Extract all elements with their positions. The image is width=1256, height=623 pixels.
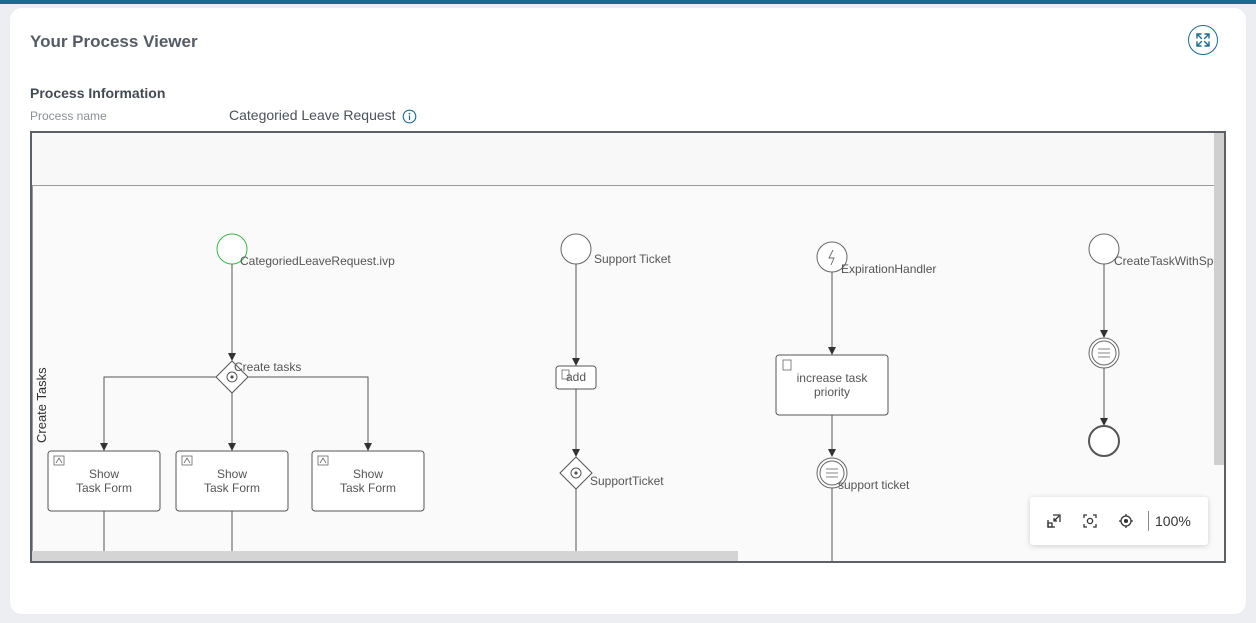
task-label: add: [566, 370, 586, 384]
message-list-icon: [826, 468, 838, 478]
task-show-task-form-1[interactable]: Show Task Form: [47, 450, 161, 512]
fit-to-view-button[interactable]: [1036, 503, 1072, 539]
task-label: Task Form: [340, 481, 396, 495]
zoom-toolbar: 100%: [1030, 497, 1208, 545]
intermediate-event-support-ticket-label: support ticket: [838, 478, 910, 492]
task-label: increase task: [797, 371, 869, 385]
info-icon[interactable]: [402, 109, 417, 124]
process-diagram-canvas[interactable]: Create Tasks CategoriedLeaveRequest.ivp …: [30, 131, 1226, 563]
lightning-icon: [828, 249, 835, 266]
lane-label: Create Tasks: [34, 367, 49, 443]
process-viewer-card: Your Process Viewer Process Information …: [10, 8, 1246, 614]
zoom-level: 100%: [1155, 513, 1191, 529]
user-task-icon: [53, 455, 65, 466]
task-label: Show: [353, 467, 383, 481]
task-show-task-form-2[interactable]: Show Task Form: [175, 450, 289, 512]
message-list-icon: [1098, 348, 1110, 358]
task-label: Show: [89, 467, 119, 481]
gateway-support-ticket-label: SupportTicket: [590, 474, 664, 488]
fit-view-icon: [1047, 514, 1061, 528]
task-label: Show: [217, 467, 247, 481]
toolbar-divider: [1148, 511, 1149, 531]
script-task-icon: [782, 359, 792, 371]
process-information-heading: Process Information: [30, 85, 166, 101]
focus-button[interactable]: [1072, 503, 1108, 539]
script-task-icon: [561, 369, 570, 380]
intermediate-event-support-ticket[interactable]: [816, 457, 848, 489]
task-label: priority: [814, 385, 850, 399]
intermediate-event-create-task-spec[interactable]: [1088, 337, 1120, 369]
task-increase-task-priority[interactable]: increase task priority: [775, 354, 889, 416]
end-event[interactable]: [1088, 425, 1120, 457]
task-label: Task Form: [76, 481, 132, 495]
vertical-scrollbar[interactable]: [1214, 133, 1224, 465]
fullscreen-button[interactable]: [1188, 25, 1218, 55]
top-accent-bar: [0, 0, 1256, 4]
sequence-flow: [248, 376, 372, 451]
task-add[interactable]: add: [555, 365, 597, 390]
expand-icon: [1196, 33, 1210, 47]
process-name-label: Process name: [30, 109, 107, 123]
page-title: Your Process Viewer: [30, 32, 198, 51]
crosshair-icon: [1119, 514, 1133, 528]
task-label: Task Form: [204, 481, 260, 495]
focus-frame-icon: [1083, 514, 1097, 528]
task-show-task-form-3[interactable]: Show Task Form: [311, 450, 425, 512]
start-event-support-label: Support Ticket: [594, 252, 671, 266]
horizontal-scrollbar[interactable]: [32, 551, 738, 561]
user-task-icon: [317, 455, 329, 466]
gateway-create-tasks-label: Create tasks: [234, 360, 301, 374]
user-task-icon: [181, 455, 193, 466]
process-diagram[interactable]: Create Tasks CategoriedLeaveRequest.ivp …: [32, 133, 1224, 561]
start-event-leave-label: CategoriedLeaveRequest.ivp: [240, 254, 395, 268]
sequence-flow: [100, 376, 216, 451]
process-name-value: Categoried Leave Request: [229, 107, 396, 123]
start-event-create-task-spec-label: CreateTaskWithSpec: [1114, 254, 1224, 268]
start-event-support[interactable]: [560, 233, 592, 265]
start-event-expiration-label: ExpirationHandler: [841, 262, 936, 276]
center-button[interactable]: [1108, 503, 1144, 539]
